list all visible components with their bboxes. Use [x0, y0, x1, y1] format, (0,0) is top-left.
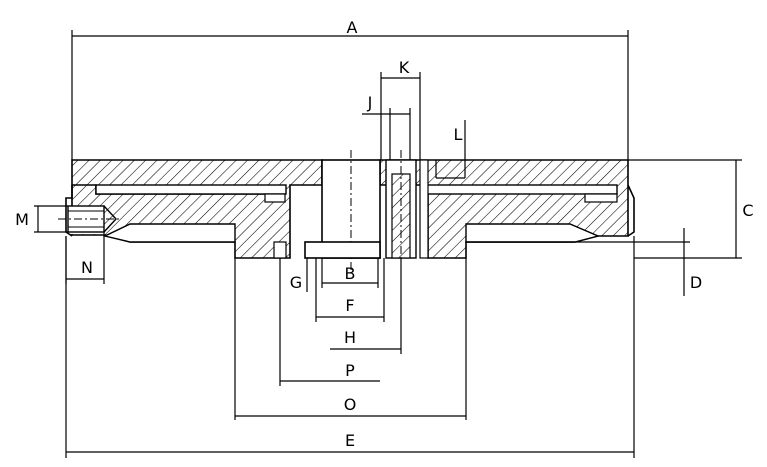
counterbore — [304, 241, 381, 259]
label-c: C — [742, 201, 753, 220]
label-n: N — [81, 258, 93, 277]
label-b: B — [345, 264, 356, 283]
left-bevel — [102, 223, 236, 243]
label-f: F — [345, 296, 354, 315]
label-a: A — [347, 18, 358, 37]
label-m: M — [15, 210, 29, 229]
part-cross-section — [40, 150, 635, 270]
right-groove-step — [584, 193, 618, 203]
dimension-labels: A K J L C D M N G B F H P O E — [15, 18, 753, 450]
label-g: G — [290, 273, 302, 292]
label-e: E — [345, 431, 355, 450]
left-groove-step — [264, 193, 286, 203]
top-plate-right — [379, 159, 629, 259]
label-k: K — [399, 58, 410, 77]
label-p: P — [345, 361, 355, 380]
left-groove — [95, 184, 287, 195]
label-j: J — [367, 93, 373, 112]
label-o: O — [344, 395, 357, 414]
label-h: H — [344, 328, 356, 347]
dimension-lines — [34, 30, 742, 458]
label-l: L — [454, 125, 463, 144]
right-bevel — [465, 223, 601, 243]
right-groove — [424, 184, 618, 195]
label-d: D — [690, 273, 702, 292]
